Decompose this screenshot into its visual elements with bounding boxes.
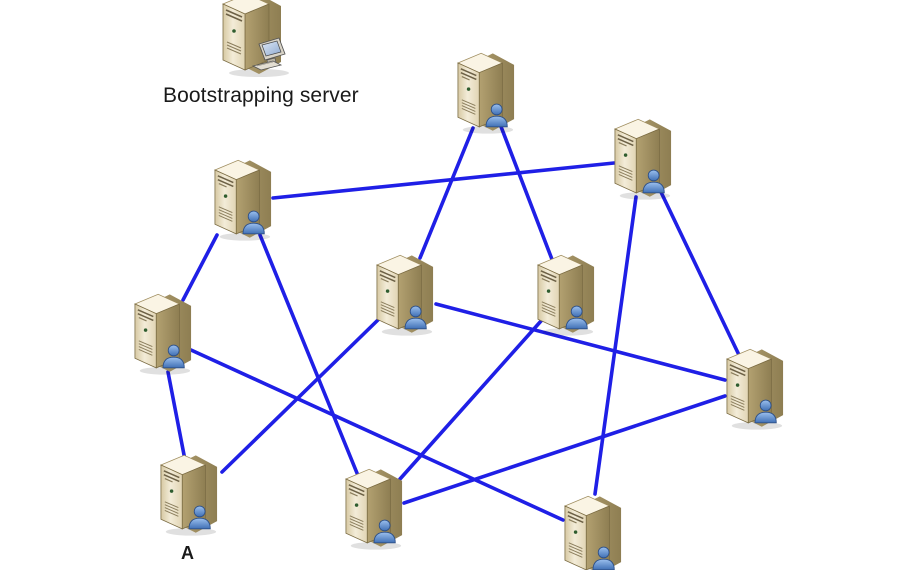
connection-link bbox=[402, 394, 727, 505]
peer-server-icon bbox=[726, 348, 784, 431]
connection-link bbox=[658, 188, 741, 357]
peer-server-icon bbox=[614, 118, 672, 201]
connection-link bbox=[220, 315, 383, 474]
bootstrap-server-icon bbox=[222, 0, 290, 78]
connection-link bbox=[593, 195, 638, 496]
peer-server-a-icon bbox=[160, 454, 218, 537]
peer-server-icon bbox=[214, 159, 272, 242]
connection-links bbox=[166, 122, 741, 522]
connection-link bbox=[418, 126, 475, 260]
peer-server-icon bbox=[345, 468, 403, 551]
connection-link bbox=[181, 233, 219, 302]
peer-server-icon bbox=[457, 52, 515, 135]
connection-link bbox=[398, 319, 543, 481]
connection-link bbox=[258, 233, 361, 480]
connection-link bbox=[166, 370, 187, 462]
connection-link bbox=[271, 161, 616, 200]
peer-server-icon bbox=[537, 254, 595, 337]
connection-link bbox=[189, 348, 565, 522]
peer-server-icon bbox=[376, 254, 434, 337]
peer-server-icon bbox=[134, 293, 192, 376]
node-a-label: A bbox=[181, 543, 194, 563]
bootstrap-server-label: Bootstrapping server bbox=[163, 84, 359, 107]
connection-link bbox=[498, 122, 555, 264]
peer-server-icon bbox=[564, 495, 622, 570]
connection-link bbox=[434, 302, 727, 382]
